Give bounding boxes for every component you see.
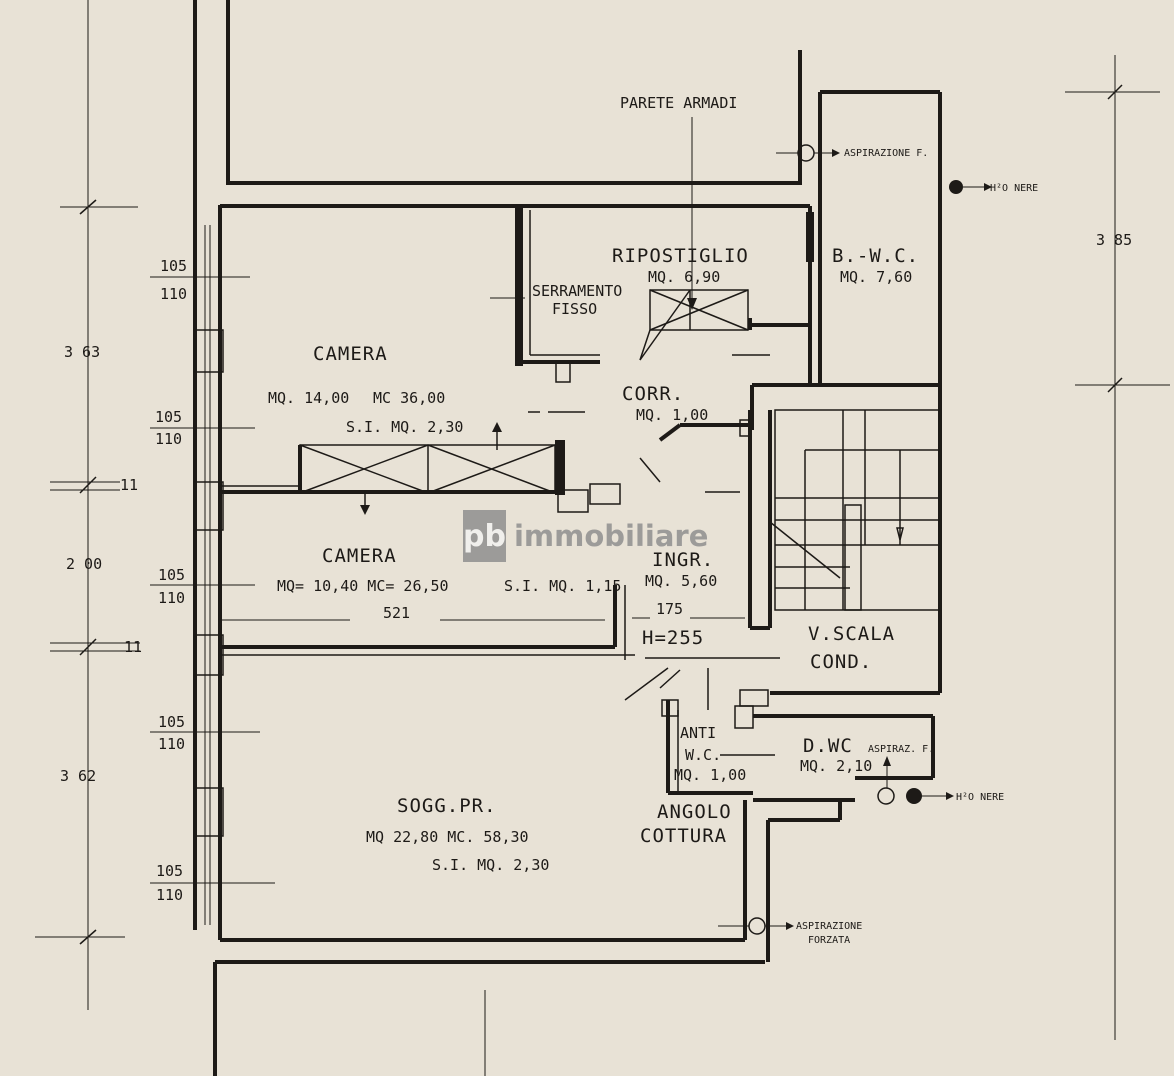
serramento-note: SERRAMENTO [532,282,622,300]
notes: PARETE ARMADI SERRAMENTO FISSO H=255 175… [532,94,1038,946]
dim-left-2: 11 [120,476,138,494]
dim-left-5: 3 62 [60,767,96,785]
camera2-si: S.I. MQ. 1,15 [504,577,621,595]
corridoio-name: CORR. [622,383,684,405]
dimension-lines [35,0,1170,1076]
window-4-bottom: 110 [158,735,185,753]
aspiration-icon [748,917,766,935]
service-symbols [718,144,992,935]
height-note: H=255 [642,627,704,649]
aspiration-icon [877,787,895,805]
forzata-note: FORZATA [808,935,850,946]
soggiorno-area-volume: MQ 22,80 MC. 58,30 [366,828,529,846]
h2o-note-2: H²O NERE [956,792,1004,803]
window-4-top: 105 [158,713,185,731]
camera1-area: MQ. 14,00 [268,389,349,407]
soggiorno-name: SOGG.PR. [397,795,497,817]
logo-word: immobiliare [513,519,709,553]
dwc-name: D.WC [803,735,853,757]
bagno-name: B.-W.C. [832,245,919,267]
cucina-name: ANGOLO [657,801,732,823]
camera1-name: CAMERA [313,343,388,365]
h2o-note: H²O NERE [990,183,1038,194]
door-swings [360,354,770,701]
camera2-area-volume: MQ= 10,40 MC= 26,50 [277,577,449,595]
water-drain-icon [906,788,922,804]
ingresso-name: INGR. [652,549,714,571]
water-drain-icon [949,180,963,194]
antiwc-name: ANTI [680,724,716,742]
vano-scala-cond: COND. [810,651,872,673]
staircase [769,409,941,611]
logo-mark: pb [463,510,506,562]
window-1-top: 105 [160,257,187,275]
walls [193,0,942,1076]
aspirazione-f2-note: ASPIRAZ. F. [868,744,934,755]
bagno-area: MQ. 7,60 [840,268,912,286]
aspirazione-f-note: ASPIRAZIONE F. [844,148,928,159]
ripostiglio-area: MQ. 6,90 [648,268,720,286]
camera1-si: S.I. MQ. 2,30 [346,418,463,436]
window-5-top: 105 [156,862,183,880]
window-2-top: 105 [155,408,182,426]
dim-left-3: 2 00 [66,555,102,573]
camera2-name: CAMERA [322,545,397,567]
window-3-top: 105 [158,566,185,584]
dwc-area: MQ. 2,10 [800,757,872,775]
camera2-width: 521 [383,604,410,622]
window-1-bottom: 110 [160,285,187,303]
dimension-labels: 3 63 11 2 00 11 3 62 3 85 105 110 105 11… [60,231,1132,904]
room-labels: CAMERA MQ. 14,00 MC 36,00 S.I. MQ. 2,30 … [268,245,919,874]
soggiorno-si: S.I. MQ. 2,30 [432,856,549,874]
cucina-name2: COTTURA [640,825,727,847]
dim-left-1: 3 63 [64,343,100,361]
window-5-bottom: 110 [156,886,183,904]
dim-right: 3 85 [1096,231,1132,249]
vano-scala-name: V.SCALA [808,623,895,645]
antiwc-name2: W.C. [685,746,721,764]
ripostiglio-name: RIPOSTIGLIO [612,245,749,267]
antiwc-area: MQ. 1,00 [674,766,746,784]
parete-armadi-note: PARETE ARMADI [620,94,737,112]
partitions [220,206,810,795]
camera1-volume: MC 36,00 [373,389,445,407]
window-3-bottom: 110 [158,589,185,607]
fisso-note: FISSO [552,300,597,318]
aspirazione-forzata-note: ASPIRAZIONE [796,921,862,932]
window-2-bottom: 110 [155,430,182,448]
door-width-note: 175 [656,600,683,618]
watermark-logo: pb immobiliare [463,510,708,562]
ingresso-area: MQ. 5,60 [645,572,717,590]
corridoio-area: MQ. 1,00 [636,406,708,424]
dim-left-4: 11 [124,638,142,656]
